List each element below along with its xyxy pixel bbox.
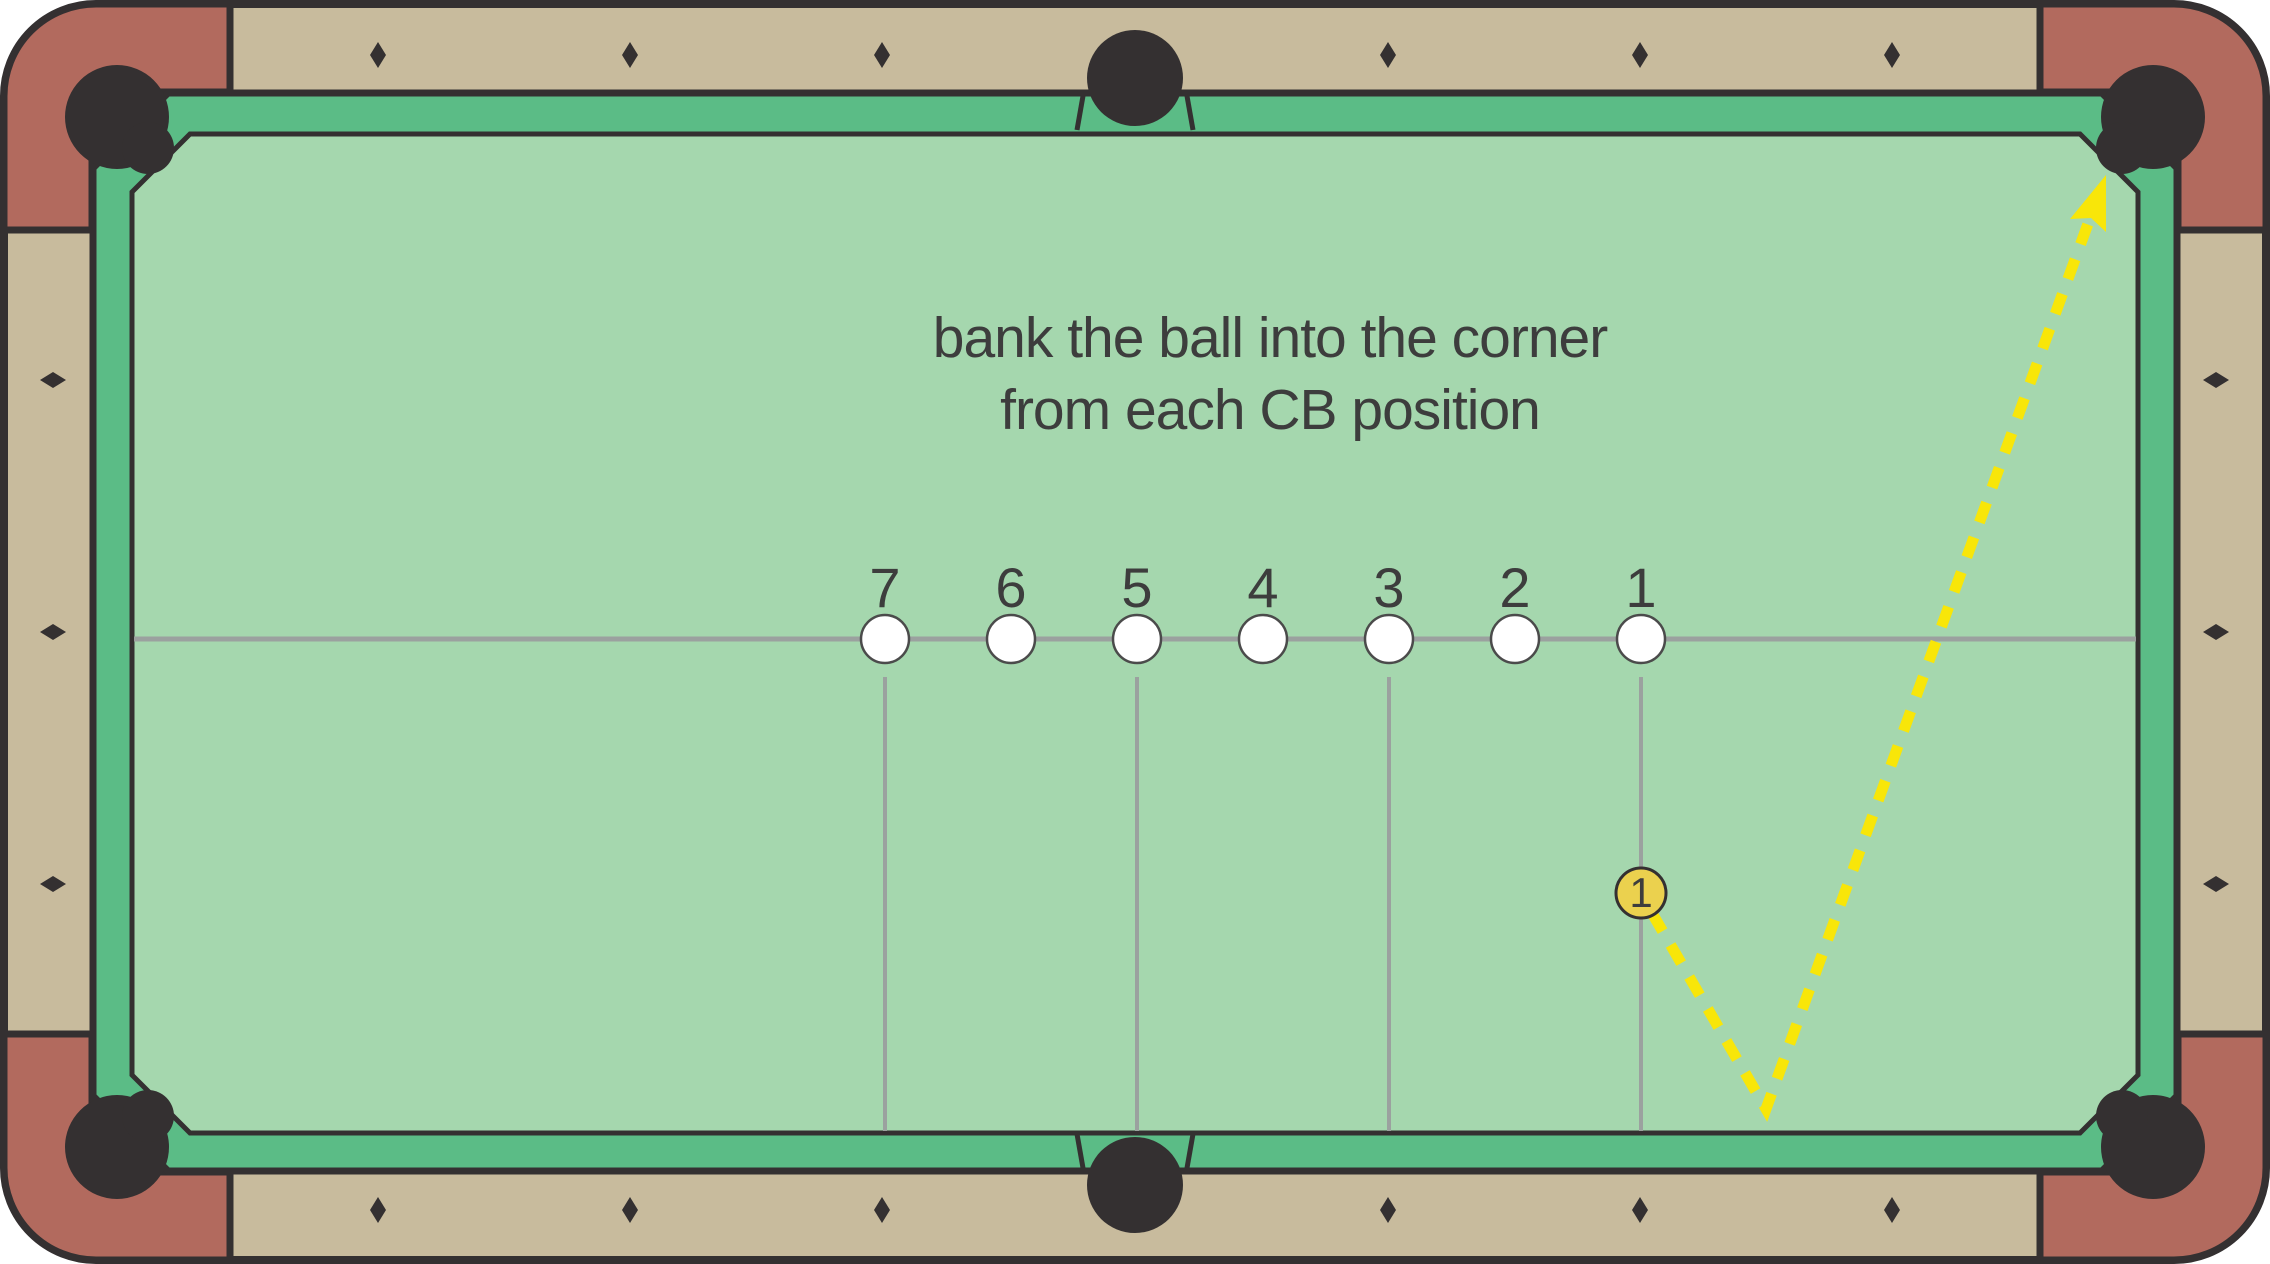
side-pocket-jaws: [1074, 95, 1196, 1169]
cb-position-ball-2: [1489, 613, 1541, 665]
cb-position-label-4: 4: [1247, 556, 1278, 619]
cb-position-label-6: 6: [995, 556, 1026, 619]
instruction-text: bank the ball into the corner from each …: [933, 306, 1609, 442]
corner-cap-top-right: [2036, 0, 2270, 234]
cb-position-ball-4: [1237, 613, 1289, 665]
bank-shot-path: [1647, 219, 2095, 1122]
cb-position-ball-3: [1363, 613, 1415, 665]
jaw-line: [1184, 1133, 1196, 1169]
cb-position-balls: [859, 613, 1667, 665]
cb-position-ball-6: [985, 613, 1037, 665]
cb-position-label-1: 1: [1625, 556, 1656, 619]
instruction-line-2: from each CB position: [1000, 378, 1540, 442]
cb-position-labels: 7 6 5 4 3 2 1: [869, 556, 1656, 619]
corner-cap-bottom-right: [2036, 1030, 2270, 1264]
cb-position-ball-1: [1615, 613, 1667, 665]
pockets: [65, 30, 2205, 1233]
corner-cap-bottom-left: [0, 1030, 234, 1264]
corner-cap-top-left: [0, 0, 234, 234]
cb-position-label-3: 3: [1373, 556, 1404, 619]
object-ball-label: 1: [1629, 869, 1652, 916]
bank-shot-arrowhead: [2070, 175, 2106, 232]
pocket-bottom-side: [1087, 1137, 1183, 1233]
jaw-line: [1074, 1133, 1086, 1169]
pocket-bottom-left-throat: [122, 1090, 174, 1142]
pocket-top-side: [1087, 30, 1183, 126]
pocket-top-left-throat: [122, 122, 174, 174]
jaw-line: [1184, 95, 1196, 131]
cb-position-label-2: 2: [1499, 556, 1530, 619]
cb-position-ball-7: [859, 613, 911, 665]
instruction-line-1: bank the ball into the corner: [933, 306, 1608, 370]
cb-position-ball-5: [1111, 613, 1163, 665]
pocket-top-right-throat: [2096, 122, 2148, 174]
pocket-bottom-right-throat: [2096, 1090, 2148, 1142]
jaw-line: [1074, 95, 1086, 131]
cb-position-label-5: 5: [1121, 556, 1152, 619]
cb-position-label-7: 7: [869, 556, 900, 619]
object-ball-1: [1614, 866, 1668, 920]
